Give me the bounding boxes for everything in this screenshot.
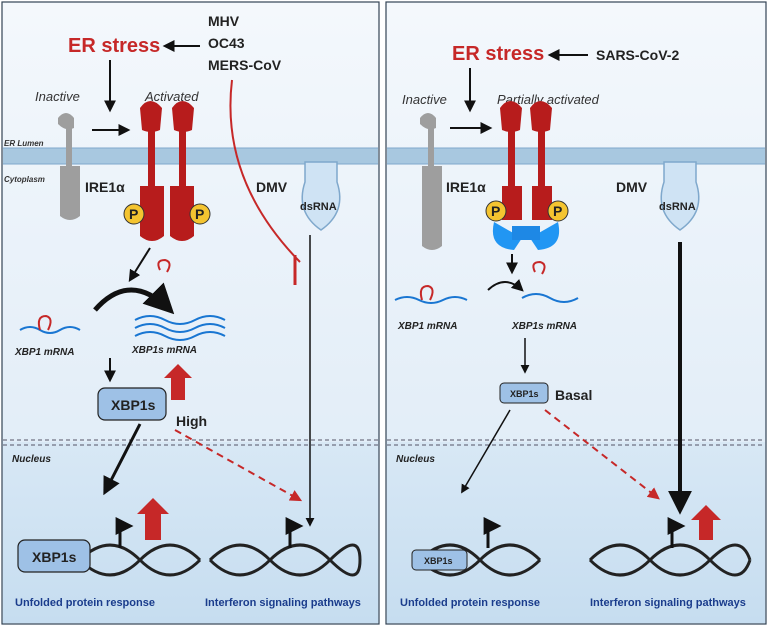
left-inhibition-line <box>229 79 301 263</box>
left-inactive-ire1-icon <box>58 113 80 220</box>
left-up-arrow-icon <box>164 364 192 400</box>
virus-sars-cov-2: SARS-CoV-2 <box>596 47 679 63</box>
left-upr-up-arrow-icon <box>137 498 169 540</box>
right-ifn-dna-icon <box>588 517 752 577</box>
left-er-lumen-label: ER Lumen <box>4 139 44 148</box>
left-splicing-arrow <box>128 247 151 283</box>
left-cytoplasm-label: Cytoplasm <box>4 175 45 184</box>
left-active-ire1-dimer-icon <box>140 101 194 241</box>
svg-text:P: P <box>129 206 138 222</box>
left-activated-label: Activated <box>144 89 199 104</box>
right-xbp1s-mrna-icon <box>521 293 579 303</box>
left-xbp1s-gene-label: XBP1s <box>32 549 77 565</box>
right-nucleus-label: Nucleus <box>396 454 435 465</box>
right-panel: ER stress SARS-CoV-2 Inactive Partially … <box>385 1 767 625</box>
left-dsrna-label: dsRNA <box>300 201 337 213</box>
right-partially-activated-label: Partially activated <box>497 92 600 107</box>
right-xbp1s-protein-box <box>499 382 549 404</box>
left-xbp1-mrna-icon <box>19 326 81 334</box>
right-dmv-vesicle-icon <box>660 161 700 231</box>
left-dmv-vesicle-icon <box>301 161 341 231</box>
left-ifn-dna-icon <box>208 517 362 577</box>
right-xbp1s-mrna-label: XBP1s mRNA <box>511 321 577 332</box>
right-phospho-icon-2: P <box>547 200 569 222</box>
virus-mhv: MHV <box>208 13 240 29</box>
right-er-membrane <box>387 148 765 164</box>
right-to-upr-arrow <box>461 409 511 494</box>
virus-oc43: OC43 <box>208 35 245 51</box>
right-upr-label: Unfolded protein response <box>400 597 540 609</box>
right-dmv-label: DMV <box>616 179 648 195</box>
left-xbp1s-mrna-label: XBP1s mRNA <box>131 345 197 356</box>
left-upr-dna-icon <box>78 517 202 577</box>
right-xbp1s-protein-label: XBP1s <box>510 389 539 399</box>
right-upr-dna-icon <box>418 517 542 577</box>
right-level-label: Basal <box>555 387 592 403</box>
left-ifn-label: Interferon signaling pathways <box>205 597 361 609</box>
svg-text:P: P <box>195 206 204 222</box>
virus-mers-cov: MERS-CoV <box>208 57 282 73</box>
right-inactive-label: Inactive <box>402 92 447 107</box>
left-phospho-icon-2: P <box>189 203 211 225</box>
left-inactive-label: Inactive <box>35 89 80 104</box>
left-panel: ER stress MHV OC43 MERS-CoV Inactive Act… <box>1 1 380 625</box>
left-dmv-label: DMV <box>256 179 288 195</box>
left-xbp1s-protein-label: XBP1s <box>111 397 156 413</box>
right-xbp1-mrna-label: XBP1 mRNA <box>397 321 457 332</box>
right-intron-icon <box>532 260 546 275</box>
left-xbp1s-mrna-icon-1 <box>134 315 226 325</box>
right-phospho-icon-1: P <box>485 200 507 222</box>
svg-text:P: P <box>553 203 562 219</box>
left-xbp1s-gene-box <box>17 539 91 573</box>
right-active-ire1-dimer-icon <box>500 101 552 220</box>
right-inactive-ire1-icon <box>420 113 442 250</box>
left-phospho-icon-1: P <box>123 203 145 225</box>
right-splicing-curve-arrow <box>487 279 524 292</box>
svg-text:P: P <box>491 203 500 219</box>
left-nucleus-label: Nucleus <box>12 454 51 465</box>
left-er-membrane <box>3 148 378 164</box>
right-er-stress-label: ER stress <box>452 43 544 65</box>
left-upr-label: Unfolded protein response <box>15 597 155 609</box>
left-nucleus-region <box>3 442 378 623</box>
right-xbp1-mrna-icon <box>394 296 468 304</box>
left-ire1-label: IRE1α <box>85 179 125 195</box>
right-ifn-label: Interferon signaling pathways <box>590 597 746 609</box>
left-er-stress-label: ER stress <box>68 35 160 57</box>
right-xbp1s-gene-box <box>411 549 468 571</box>
right-xbp1s-gene-label: XBP1s <box>424 556 453 566</box>
left-to-upr-arrow <box>103 423 142 496</box>
left-xbp1s-protein-box <box>97 387 167 421</box>
left-splicing-curve-arrow <box>93 282 175 315</box>
left-xbp1-mrna-label: XBP1 mRNA <box>14 347 74 358</box>
right-ifn-up-arrow-icon <box>691 505 721 540</box>
right-ire1-label: IRE1α <box>446 179 486 195</box>
left-intron-icon <box>157 258 171 273</box>
left-level-label: High <box>176 413 207 429</box>
right-dsrna-label: dsRNA <box>659 201 696 213</box>
right-inhibitor-icon <box>492 222 560 250</box>
